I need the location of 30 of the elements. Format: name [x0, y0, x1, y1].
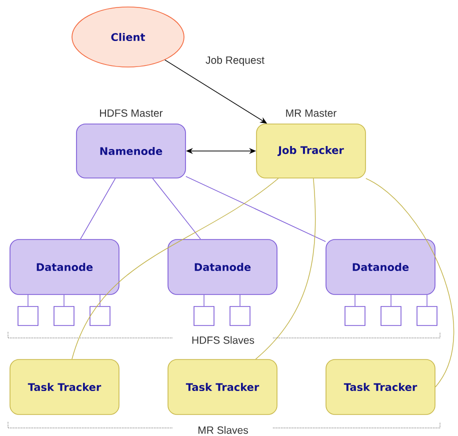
- process-box: Task Tracker: [10, 359, 120, 415]
- node-caption: MR Master: [286, 109, 336, 117]
- process-box: Datanode: [326, 239, 436, 295]
- storage-box: [194, 306, 214, 326]
- edge-label: Job Request: [204, 55, 266, 67]
- node-caption: HDFS Master: [100, 109, 163, 117]
- connector-line: [152, 178, 201, 240]
- storage-box: [380, 306, 402, 326]
- storage-box: [90, 306, 110, 326]
- storage-box: [54, 306, 74, 326]
- connector-line: [366, 178, 454, 388]
- process-box: Task Tracker: [326, 359, 436, 415]
- connector-line: [354, 294, 356, 306]
- storage-box: [344, 306, 366, 326]
- process-box: Job Tracker: [256, 124, 366, 178]
- connector-line: [426, 294, 428, 306]
- storage-box: [230, 306, 250, 326]
- process-box: Task Tracker: [168, 359, 278, 415]
- process-box: Namenode: [76, 124, 186, 178]
- process-box: Datanode: [168, 239, 278, 295]
- group-label: MR Slaves: [196, 425, 250, 435]
- connector-line: [80, 178, 116, 240]
- connector-line: [255, 178, 316, 360]
- process-box: Datanode: [10, 239, 120, 295]
- connector-line: [390, 294, 392, 306]
- storage-box: [18, 306, 38, 326]
- group-label: HDFS Slaves: [190, 335, 256, 345]
- connector-line: [186, 176, 326, 242]
- storage-box: [416, 306, 438, 326]
- connector-line: [72, 178, 279, 360]
